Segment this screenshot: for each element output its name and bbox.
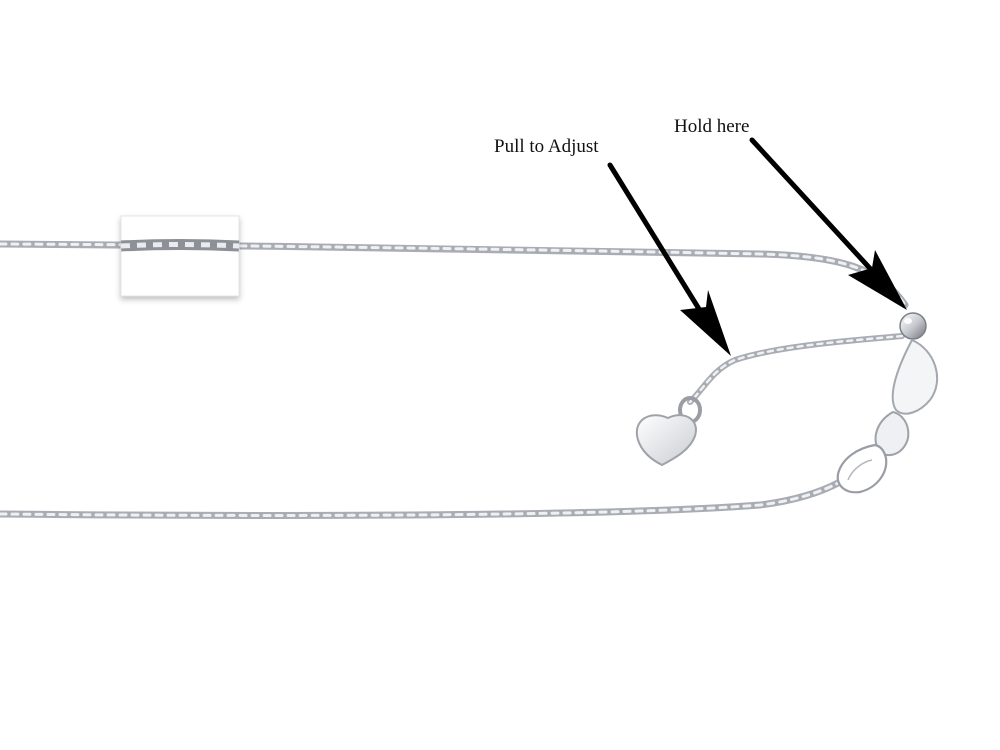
hold-here-label: Hold here	[674, 116, 750, 137]
chain-detail-inset	[120, 215, 240, 297]
hold-arrow-icon	[749, 137, 907, 310]
lobster-clasp-icon	[836, 338, 939, 494]
pull-arrow-icon	[607, 162, 731, 356]
slider-bead-icon	[899, 312, 927, 340]
chain-adjustable-tail	[687, 333, 905, 405]
chain-bottom-strand	[0, 478, 844, 519]
heart-tag-icon	[635, 396, 702, 467]
pull-to-adjust-label: Pull to Adjust	[494, 136, 599, 157]
